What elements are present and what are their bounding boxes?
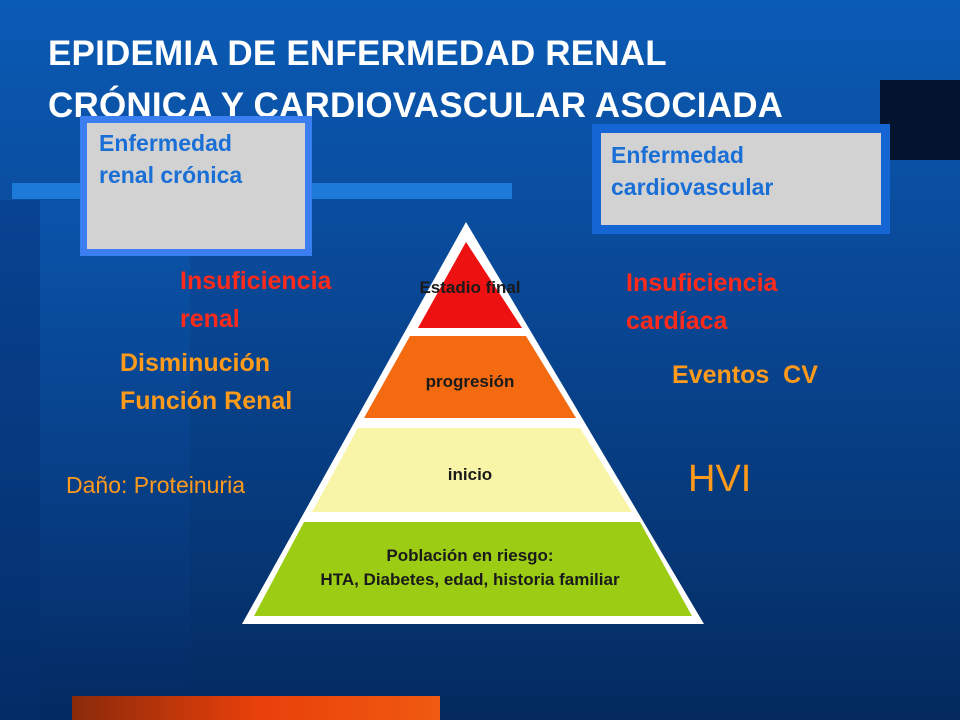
background-band xyxy=(40,200,190,720)
renal-disease-box: Enfermedad renal crónica xyxy=(80,116,312,256)
renal-failure-line-2: renal xyxy=(180,305,240,333)
cardio-box-line-1: Enfermedad xyxy=(611,142,744,168)
lvh-label: HVI xyxy=(688,458,752,500)
renal-failure-label: Insuficiencia renal xyxy=(180,262,331,338)
renal-box-line-2: renal crónica xyxy=(99,162,243,188)
risk-population-line-1: Población en riesgo: xyxy=(386,546,554,565)
title-line-1: EPIDEMIA DE ENFERMEDAD RENAL xyxy=(48,34,667,73)
pyramid-label-onset: inicio xyxy=(447,465,493,484)
pyramid-level-progression xyxy=(364,336,576,418)
renal-failure-line-1: Insuficiencia xyxy=(180,267,332,295)
cardio-box-line-2: cardiovascular xyxy=(611,174,774,200)
heart-failure-line-1: Insuficiencia xyxy=(626,269,778,297)
heart-failure-line-2: cardíaca xyxy=(626,307,728,335)
renal-function-decline-label: Disminución Función Renal xyxy=(120,344,292,420)
background-bottom-bar xyxy=(72,696,440,720)
decline-line-1: Disminución xyxy=(120,349,271,377)
cardiovascular-disease-box: Enfermedad cardiovascular xyxy=(592,124,890,234)
pyramid-label-progression: progresión xyxy=(425,372,515,391)
pyramid-level-end-stage xyxy=(418,242,522,328)
proteinuria-label: Daño: Proteinuria xyxy=(66,472,245,498)
cv-events-label: Eventos CV xyxy=(672,361,818,389)
decline-line-2: Función Renal xyxy=(120,387,293,415)
pyramid-level-risk-population xyxy=(254,522,692,616)
pyramid-label-risk-population: Población en riesgo: HTA, Diabetes, edad… xyxy=(250,544,690,592)
risk-pyramid xyxy=(242,222,704,624)
background-band xyxy=(0,200,40,720)
renal-box-line-1: Enfermedad xyxy=(99,130,232,156)
background-corner-block xyxy=(880,80,960,160)
risk-population-line-2: HTA, Diabetes, edad, historia familiar xyxy=(320,570,620,589)
pyramid-label-end-stage: Estadio final xyxy=(419,278,521,297)
heart-failure-label: Insuficiencia cardíaca xyxy=(626,264,777,340)
pyramid-level-onset xyxy=(312,428,632,512)
